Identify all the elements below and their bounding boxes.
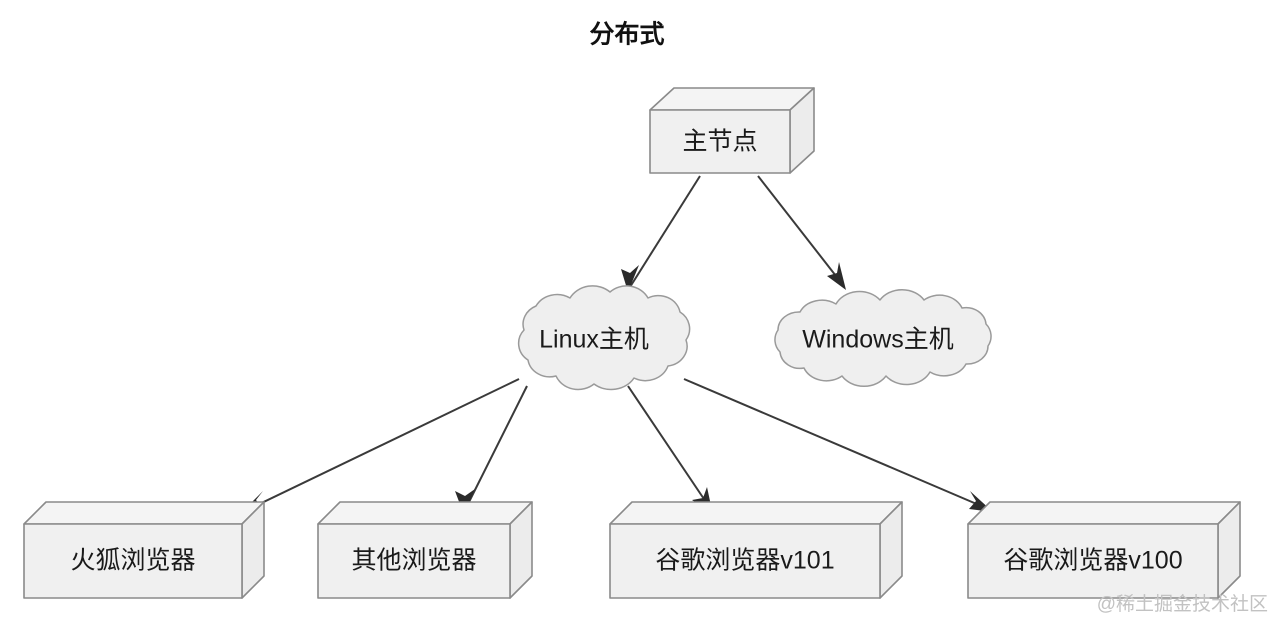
node-linux-host-label: Linux主机 [539, 326, 649, 354]
node-other-browser[interactable]: 其他浏览器 [317, 501, 533, 599]
edge-linux-to-chrome101 [627, 385, 713, 515]
watermark: @稀土掘金技术社区 [1097, 593, 1268, 615]
node-master-front-face [649, 109, 791, 174]
edge-master-to-windows [757, 175, 846, 290]
node-firefox-browser[interactable]: 火狐浏览器 [23, 501, 265, 599]
node-master-label: 主节点 [682, 128, 757, 156]
node-windows-host-label: Windows主机 [802, 326, 953, 354]
node-chrome-browser-v100-front-face [967, 523, 1219, 599]
node-firefox-browser-label: 火狐浏览器 [70, 547, 195, 575]
node-chrome-browser-v101-top-face [609, 501, 903, 525]
arrowhead-icon [827, 262, 846, 290]
node-windows-host[interactable]: Windows主机 [774, 289, 992, 387]
node-linux-host[interactable]: Linux主机 [517, 285, 691, 391]
node-chrome-browser-v101-label: 谷歌浏览器v101 [655, 547, 834, 575]
node-chrome-browser-v101[interactable]: 谷歌浏览器v101 [609, 501, 903, 599]
arrowhead-icon [621, 265, 639, 292]
node-windows-host-cloud-shape [774, 289, 992, 387]
node-firefox-browser-top-face [23, 501, 265, 525]
node-linux-host-cloud-shape [517, 285, 691, 391]
node-other-browser-top-face [317, 501, 533, 525]
node-chrome-browser-v101-front-face [609, 523, 881, 599]
node-master[interactable]: 主节点 [649, 87, 815, 174]
node-firefox-browser-front-face [23, 523, 243, 599]
node-other-browser-label: 其他浏览器 [351, 547, 476, 575]
edge-linux-to-chrome100 [683, 378, 993, 512]
node-chrome-browser-v100[interactable]: 谷歌浏览器v100 [967, 501, 1241, 599]
diagram-title: 分布式 [589, 20, 664, 49]
node-other-browser-front-face [317, 523, 511, 599]
node-master-top-face [649, 87, 815, 111]
edge-linux-to-firefox [239, 378, 520, 515]
edge-master-to-linux [621, 175, 701, 292]
node-chrome-browser-v100-top-face [967, 501, 1241, 525]
node-chrome-browser-v100-label: 谷歌浏览器v100 [1003, 547, 1182, 575]
